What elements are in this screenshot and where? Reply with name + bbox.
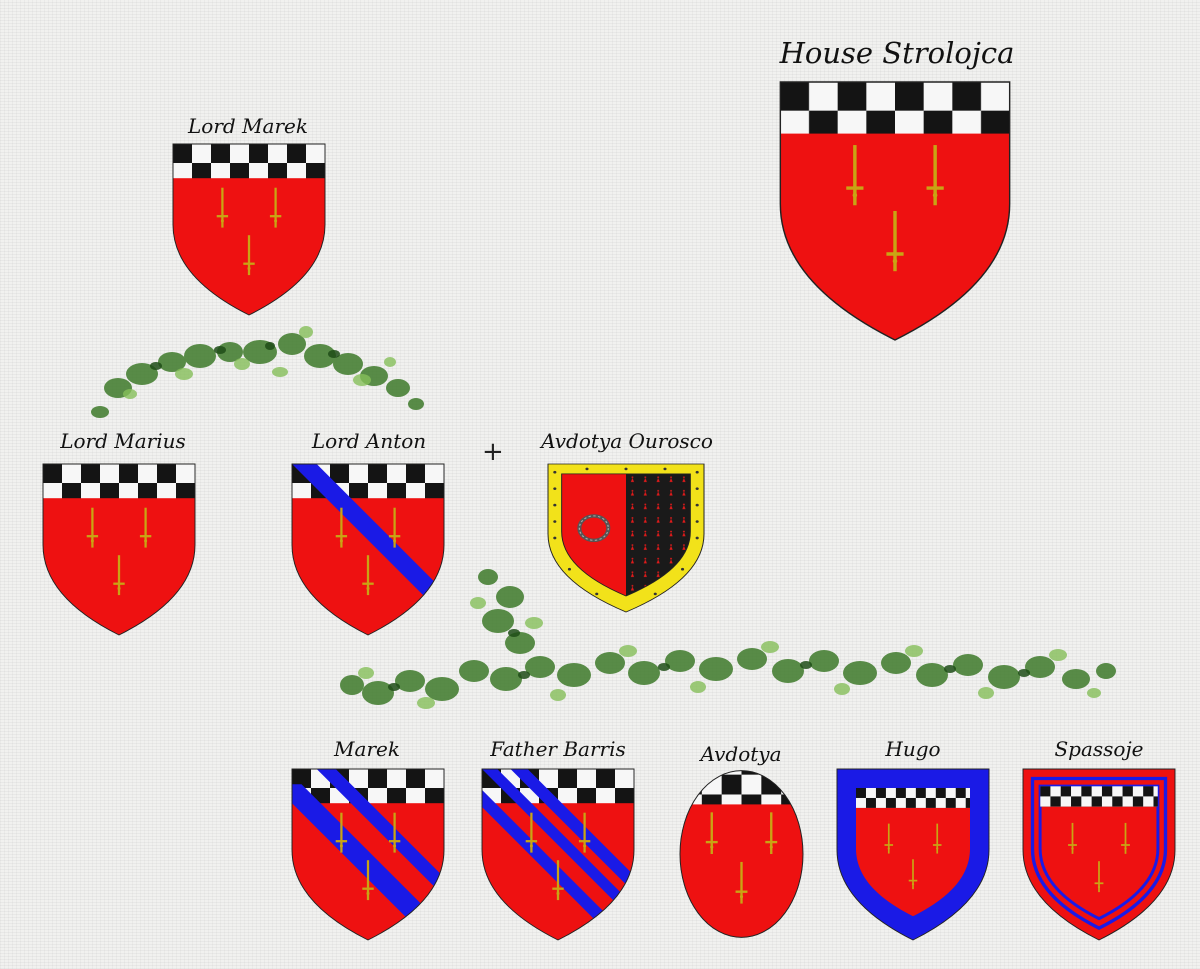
shield-lord-marius — [41, 464, 197, 635]
foliage-lower — [338, 563, 1120, 733]
shield-father-barris — [480, 769, 636, 940]
member-label-marek: Marek — [334, 737, 400, 761]
shield-lord-marek — [171, 144, 327, 315]
member-label-spassoje: Spassoje — [1054, 737, 1143, 761]
house-shield — [777, 82, 1013, 340]
shield-marek — [290, 769, 446, 940]
member-label-avdotya-ourosco: Avdotya Ourosco — [541, 429, 713, 453]
foliage-upper — [80, 322, 430, 422]
shield-avdotya — [680, 768, 803, 940]
member-label-lord-anton: Lord Anton — [312, 429, 426, 453]
marriage-symbol: + — [482, 437, 504, 467]
member-label-father-barris: Father Barris — [490, 737, 626, 761]
shield-spassoje — [1021, 769, 1177, 940]
house-title: House Strolojca — [780, 36, 1015, 70]
member-label-lord-marius: Lord Marius — [60, 429, 186, 453]
member-label-lord-marek: Lord Marek — [188, 114, 308, 138]
member-label-avdotya: Avdotya — [700, 742, 781, 766]
member-label-hugo: Hugo — [885, 737, 940, 761]
shield-hugo — [835, 769, 991, 940]
